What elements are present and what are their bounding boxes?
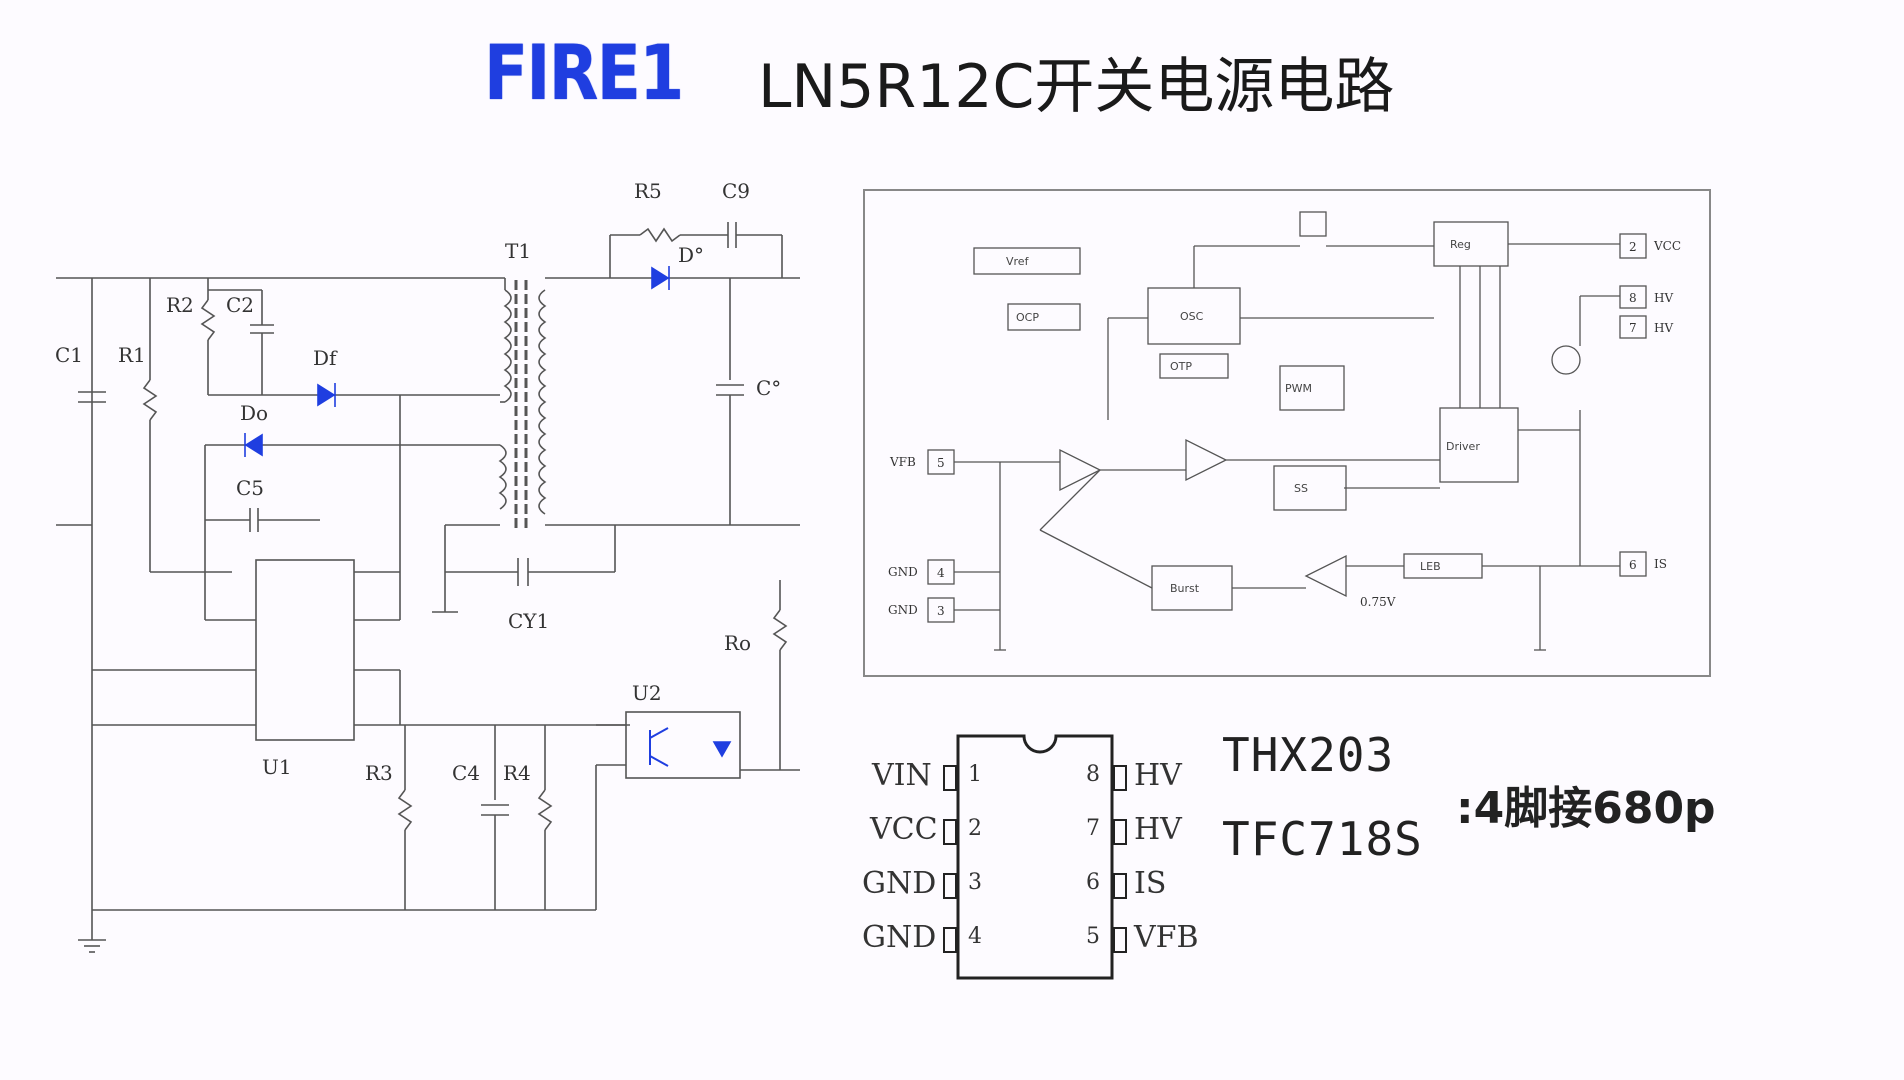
dip8-package	[943, 734, 1127, 980]
svg-text:Burst: Burst	[1170, 582, 1200, 595]
bd-pin-gnd-1: GND	[888, 565, 918, 579]
label-cy1: CY1	[508, 609, 549, 633]
label-c9: C9	[722, 179, 750, 203]
label-r3: R3	[365, 761, 393, 785]
svg-text:SS: SS	[1294, 482, 1308, 495]
label-c2: C2	[226, 293, 254, 317]
pkg-pin-num-7: 7	[1086, 816, 1100, 841]
svg-text:OCP: OCP	[1016, 311, 1039, 324]
bd-pin-hv-2: HV	[1654, 321, 1673, 335]
pkg-pin-vfb: VFB	[1134, 920, 1199, 955]
pkg-pin-hv-7: HV	[1134, 812, 1182, 847]
pkg-pin-num-1: 1	[968, 762, 982, 787]
bd-pin-num-6: 6	[1629, 558, 1637, 572]
page-title: LN5R12C开关电源电路	[758, 52, 1395, 122]
label-c: C°	[756, 376, 781, 400]
label-do: Do	[240, 401, 268, 425]
bd-pin-num-8: 8	[1629, 291, 1637, 305]
svg-text:LEB: LEB	[1420, 560, 1441, 573]
pkg-pin-is: IS	[1134, 866, 1167, 901]
pkg-pin-hv-8: HV	[1134, 758, 1182, 793]
pkg-pin-vcc: VCC	[870, 812, 938, 847]
sense-voltage: 0.75V	[1360, 595, 1396, 609]
pkg-pin-num-4: 4	[968, 924, 982, 949]
bd-pin-num-2: 2	[1629, 240, 1637, 254]
label-c5: C5	[236, 476, 264, 500]
pkg-pin-num-2: 2	[968, 816, 982, 841]
label-d: D°	[678, 243, 704, 267]
svg-text:Reg: Reg	[1450, 238, 1471, 251]
label-c4: C4	[452, 761, 480, 785]
pkg-pin-gnd-4: GND	[862, 920, 937, 955]
bd-pin-num-5: 5	[937, 456, 945, 470]
part-number-thx203: THX203	[1222, 728, 1395, 782]
bd-pin-num-7: 7	[1629, 321, 1637, 335]
label-r4: R4	[503, 761, 531, 785]
label-r2: R2	[166, 293, 194, 317]
svg-text:Vref: Vref	[1006, 255, 1030, 268]
bd-pin-num-3: 3	[937, 604, 945, 618]
bd-pin-vcc: VCC	[1653, 239, 1681, 253]
pkg-pin-gnd-3: GND	[862, 866, 937, 901]
label-u2: U2	[632, 681, 662, 705]
pkg-pin-num-5: 5	[1086, 924, 1100, 949]
svg-text:OTP: OTP	[1170, 360, 1192, 373]
internal-block-diagram: Vref OCP OSC OTP PWM Reg Driver SS Burst…	[863, 189, 1711, 677]
pkg-pin-num-8: 8	[1086, 762, 1100, 787]
pkg-pin-num-6: 6	[1086, 870, 1100, 895]
label-t1: T1	[505, 239, 531, 263]
label-ro: Ro	[724, 631, 751, 655]
fire1-logo: FIRE1	[484, 28, 684, 117]
svg-text:Driver: Driver	[1446, 440, 1480, 453]
pkg-pin-num-3: 3	[968, 870, 982, 895]
label-u1: U1	[262, 755, 292, 779]
pkg-pin-vin: VIN	[872, 758, 932, 793]
bd-pin-num-4: 4	[937, 566, 945, 580]
label-r5: R5	[634, 179, 662, 203]
label-c1: C1	[55, 343, 83, 367]
pin4-note: :4脚接680p	[1456, 783, 1716, 834]
bd-pin-vfb: VFB	[889, 455, 916, 469]
svg-text:OSC: OSC	[1180, 310, 1204, 323]
part-number-tfc718s: TFC718S	[1222, 812, 1423, 866]
bd-pin-gnd-2: GND	[888, 603, 918, 617]
label-df: Df	[313, 346, 338, 370]
bd-pin-is: IS	[1654, 557, 1667, 571]
bd-pin-hv-1: HV	[1654, 291, 1673, 305]
svg-text:PWM: PWM	[1285, 382, 1312, 395]
label-r1: R1	[118, 343, 146, 367]
